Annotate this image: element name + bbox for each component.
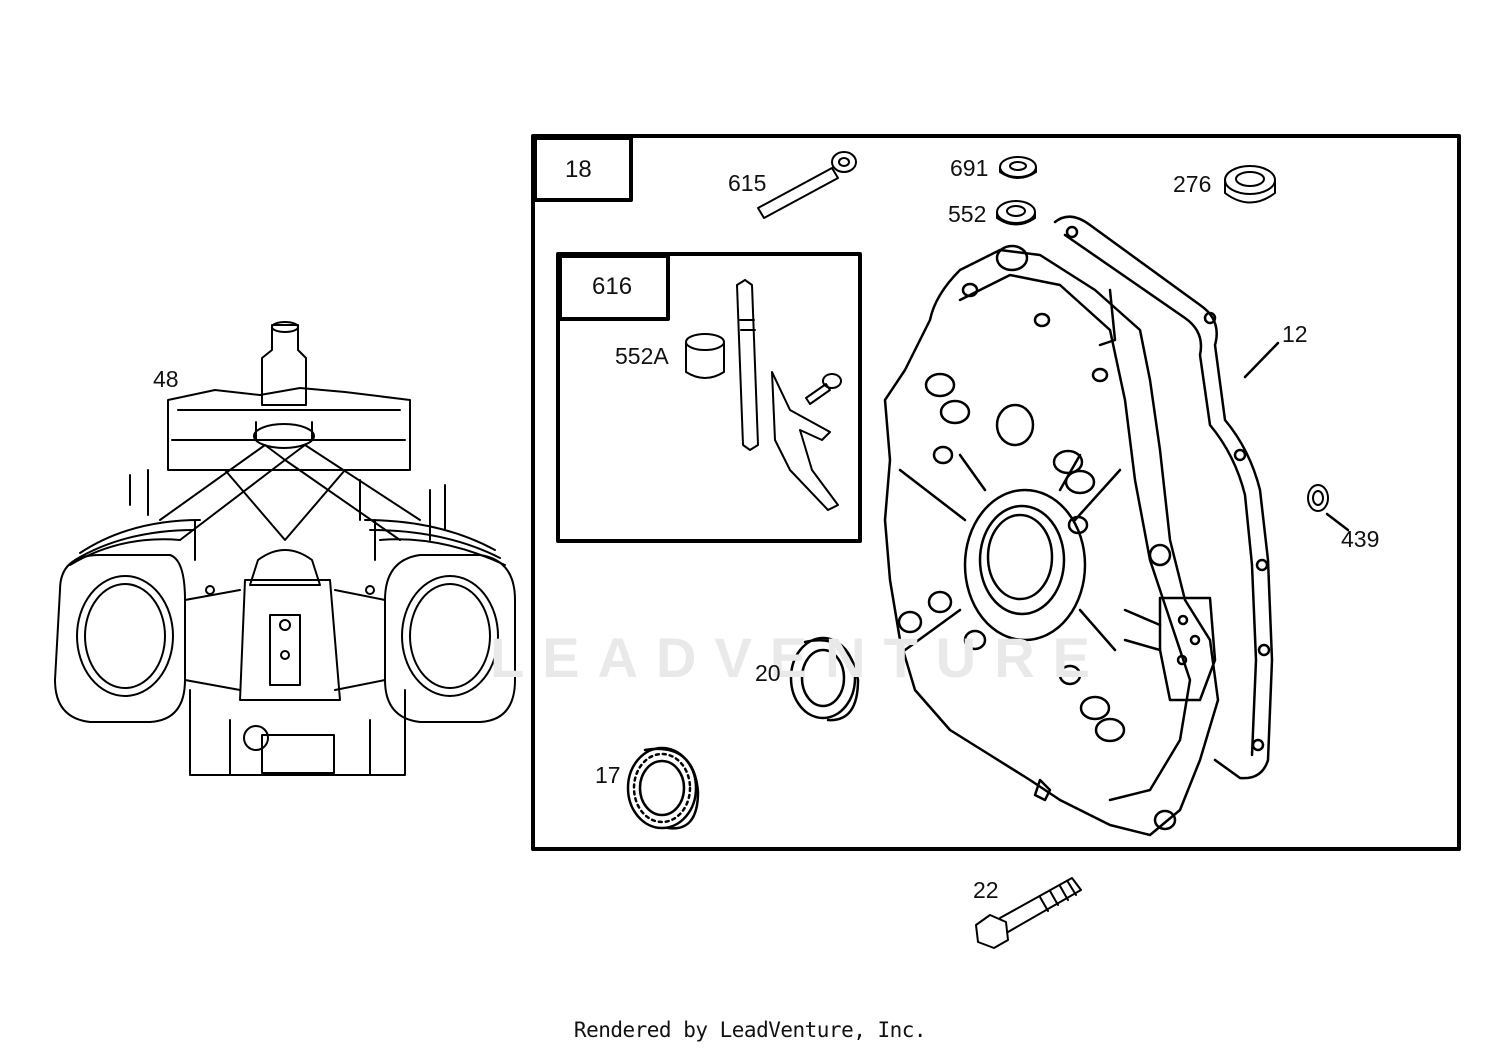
part-20-seal (789, 636, 860, 722)
label-552: 552 (948, 201, 987, 227)
label-48: 48 (153, 366, 179, 392)
part-616-fork (771, 371, 839, 511)
kit-box-616-tag (558, 254, 670, 321)
part-12-gasket (1053, 215, 1274, 780)
leader-12 (1243, 341, 1280, 379)
part-48-crankcase (54, 321, 516, 776)
label-22: 22 (973, 877, 999, 903)
label-276: 276 (1173, 171, 1212, 197)
part-12-cover (883, 244, 1220, 837)
label-18: 18 (565, 156, 592, 183)
kit-box-616 (556, 252, 862, 543)
label-12: 12 (1282, 321, 1308, 347)
part-439-washer (1307, 484, 1329, 512)
label-615: 615 (728, 170, 767, 196)
label-616: 616 (592, 273, 633, 300)
part-616-shaft (736, 279, 759, 451)
label-20: 20 (755, 660, 781, 686)
part-615-pin (757, 151, 857, 219)
leader-439 (1325, 512, 1350, 532)
part-552a-bushing (685, 333, 725, 379)
part-276-seal (1224, 165, 1276, 204)
label-691: 691 (950, 155, 989, 181)
part-691-washer (999, 156, 1037, 179)
label-17: 17 (595, 762, 621, 788)
part-616-bolt (805, 373, 842, 405)
assembly-box-18 (531, 134, 1461, 851)
part-552-seal (996, 200, 1036, 226)
label-439: 439 (1341, 526, 1380, 552)
watermark: LEADVENTURE (490, 626, 1109, 689)
part-17-bearing (626, 746, 700, 830)
label-552a: 552A (615, 343, 669, 369)
footer-credit: Rendered by LeadVenture, Inc. (573, 1018, 927, 1042)
part-22-bolt (975, 877, 1082, 949)
assembly-box-18-tag (533, 136, 633, 202)
